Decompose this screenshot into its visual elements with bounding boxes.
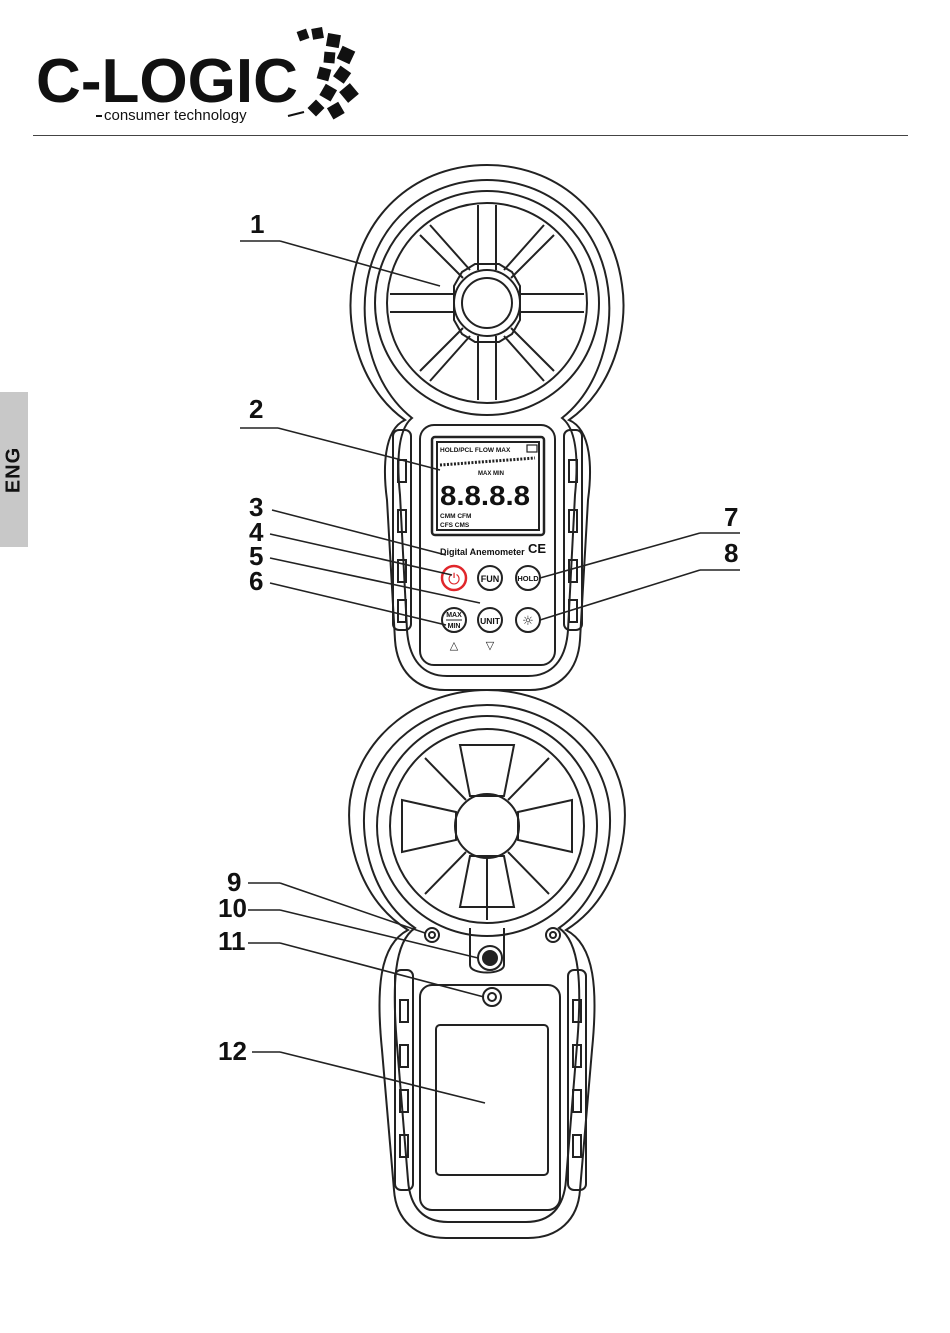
callout-7: 7 [724, 502, 738, 532]
fun-button-label: FUN [481, 574, 500, 584]
up-arrow-icon: △ [450, 639, 459, 652]
lcd-top-indicators: HOLD/PCL FLOW MAX [440, 447, 511, 454]
unit-button[interactable]: UNIT ▽ [478, 608, 502, 652]
fun-button[interactable]: FUN [478, 566, 502, 590]
unit-button-label: UNIT [480, 616, 501, 626]
callout-11: 11 [218, 926, 246, 956]
lcd-units-row1: CMM CFM [440, 513, 471, 520]
ce-mark: CE [528, 541, 546, 556]
backlight-button[interactable]: ☼ [516, 608, 540, 632]
down-arrow-icon: ▽ [486, 639, 495, 652]
callout-12: 12 [218, 1036, 247, 1066]
power-icon: ⏻ [448, 570, 460, 588]
lcd-max-min: MAX MIN [478, 471, 504, 477]
callout-1: 1 [250, 209, 264, 239]
model-label: Digital Anemometer [440, 547, 525, 557]
lcd-digits: 8.8.8.8 [440, 480, 530, 511]
screw-icon [425, 928, 439, 942]
callout-2: 2 [249, 394, 263, 424]
power-button[interactable]: ⏻ [442, 566, 466, 590]
hold-button[interactable]: HOLD [516, 566, 540, 590]
max-min-button[interactable]: MAX MIN △ [442, 608, 466, 652]
back-fan-blades [402, 745, 572, 920]
back-view [349, 690, 625, 1238]
callout-leader-lines [240, 241, 740, 1103]
screw-icon [546, 928, 560, 942]
back-left-grip [395, 970, 413, 1190]
hold-button-label: HOLD [517, 574, 539, 583]
callout-10: 10 [218, 893, 247, 923]
lcd-units-row2: CFS CMS [440, 522, 470, 529]
battery-screw-icon [483, 988, 501, 1006]
max-label: MAX [446, 612, 462, 619]
lcd-display: HOLD/PCL FLOW MAX MAX MIN 8.8.8.8 CMM CF… [432, 437, 544, 535]
backlight-icon: ☼ [522, 614, 534, 629]
min-label: MIN [448, 623, 461, 630]
battery-cover [420, 985, 560, 1210]
front-fan-hub [454, 270, 520, 336]
callout-8: 8 [724, 538, 738, 568]
front-fan-ring [375, 191, 599, 415]
back-fan-hub [455, 794, 519, 858]
front-fan-blades [390, 205, 584, 400]
callout-6: 6 [249, 566, 263, 596]
